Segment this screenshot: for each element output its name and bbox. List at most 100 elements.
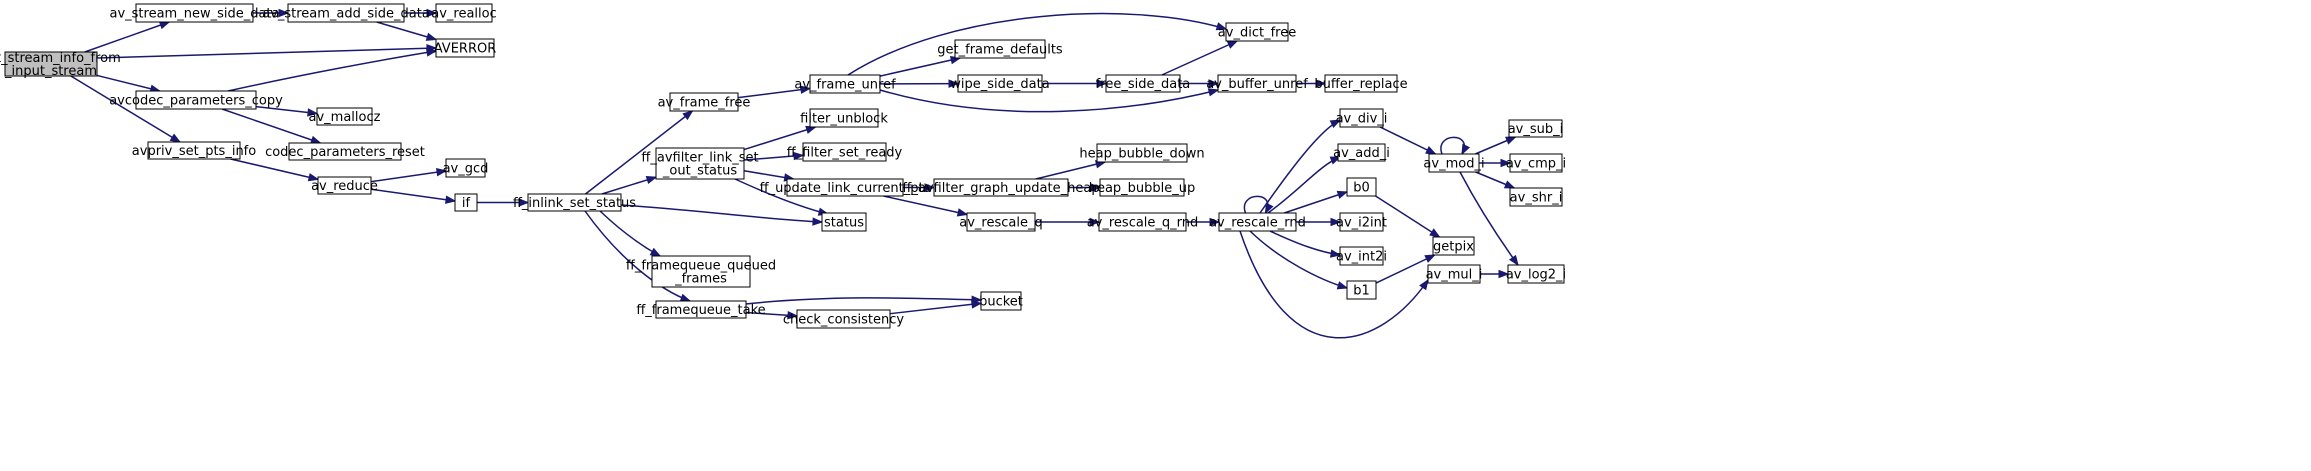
edge-b1-to-getpix (1375, 254, 1436, 284)
node-box (1105, 74, 1181, 93)
node-b0[interactable]: b0 (1346, 177, 1377, 197)
node-box (1339, 246, 1384, 266)
node-av_stream_new_side_data[interactable]: av_stream_new_side_data (109, 3, 280, 23)
node-ff_framequeue_take[interactable]: ff_framequeue_take (636, 300, 766, 319)
node-label: av_rescale_q (959, 216, 1042, 231)
node-av_shr_i[interactable]: av_shr_i (1509, 187, 1563, 207)
node-codec_parameters_reset[interactable]: codec_parameters_reset (265, 142, 425, 161)
node-av_frame_free[interactable]: av_frame_free (658, 92, 751, 112)
edge-ff_inlink_set_status-to-status (620, 204, 824, 226)
edge-arrowhead (1215, 22, 1228, 31)
edge-ff_update_link_current_pts-to-ff_avfilter_graph_update_heap (903, 183, 936, 192)
node-label: av_realloc (431, 7, 497, 22)
node-filter_unblock[interactable]: filter_unblock (800, 108, 888, 128)
edge-line (1239, 230, 1429, 339)
node-av_dict_free[interactable]: av_dict_free (1218, 22, 1296, 42)
node-box (1509, 153, 1563, 173)
node-AVERROR[interactable]: AVERROR (434, 38, 497, 58)
node-heap_bubble_down[interactable]: heap_bubble_down (1079, 143, 1205, 163)
node-get_frame_defaults[interactable]: get_frame_defaults (937, 39, 1063, 59)
node-ff_update_link_current_pts[interactable]: ff_update_link_current_pts (760, 178, 931, 197)
node-av_mallocz[interactable]: av_mallocz (309, 107, 381, 126)
node-label: av_log2_i (1506, 268, 1566, 283)
node-box (1432, 236, 1475, 256)
node-av_i2int[interactable]: av_i2int (1336, 212, 1387, 232)
edge-arrowhead (518, 198, 530, 207)
node-if[interactable]: if (454, 193, 478, 212)
node-box (1096, 143, 1188, 163)
node-label: av_frame_free (658, 96, 751, 111)
node-av_realloc[interactable]: av_realloc (431, 3, 497, 23)
edge-set_stream_info-to-AVERROR (96, 44, 438, 59)
node-free_side_data[interactable]: free_side_data (1096, 74, 1191, 93)
node-label: if (462, 196, 471, 211)
node-av_div_i[interactable]: av_div_i (1336, 108, 1388, 128)
node-label: ff_framequeue_take (636, 303, 765, 318)
edge-av_frame_free-to-av_frame_unref (737, 85, 812, 99)
node-box (980, 291, 1022, 311)
node-av_rescale_rnd[interactable]: av_rescale_rnd (1209, 212, 1306, 232)
node-box (316, 107, 373, 126)
node-av_gcd[interactable]: av_gcd (443, 158, 489, 178)
edge-ff_inlink_set_status-to-ff_framequeue_queued_frames (599, 210, 662, 257)
node-label: _input_stream (4, 64, 97, 79)
node-av_mul_i[interactable]: av_mul_i (1426, 264, 1483, 284)
node-ff_avfilter_graph_update_heap[interactable]: ff_avfilter_graph_update_heap (902, 178, 1100, 197)
edge-arrowhead (445, 195, 457, 204)
node-box (135, 90, 257, 110)
node-av_sub_i[interactable]: av_sub_i (1508, 119, 1564, 138)
node-av_rescale_q[interactable]: av_rescale_q (959, 212, 1043, 232)
node-label: av_div_i (1336, 112, 1388, 127)
node-box (317, 176, 372, 195)
node-label: av_buffer_unref (1206, 77, 1308, 92)
edge-line (1375, 195, 1440, 238)
node-avpriv_set_pts_info[interactable]: avpriv_set_pts_info (132, 141, 256, 160)
edge-free_side_data-to-av_dict_free (1161, 40, 1239, 76)
edge-arrowhead (1419, 278, 1429, 291)
node-av_add_i[interactable]: av_add_i (1333, 143, 1390, 162)
edge-arrowhead (1226, 40, 1239, 49)
node-ff_filter_set_ready[interactable]: ff_filter_set_ready (787, 142, 903, 162)
edge-line (743, 126, 816, 151)
edge-arrowhead (158, 21, 171, 30)
edge-arrowhead (307, 173, 320, 182)
node-label: av_cmp_i (1506, 157, 1566, 172)
node-av_frame_unref[interactable]: av_frame_unref (794, 74, 896, 94)
node-av_stream_add_side_data[interactable]: av_stream_add_side_data (262, 3, 430, 23)
node-label: ff_update_link_current_pts (760, 181, 931, 196)
node-status[interactable]: status (821, 212, 867, 232)
edge-ff_inlink_set_status-to-ff_avfilter_link_set_out_status (601, 175, 658, 195)
node-b1[interactable]: b1 (1346, 280, 1377, 300)
edge-arrowhead (425, 48, 438, 57)
node-label: ff_avfilter_link_set (641, 151, 758, 166)
node-set_stream_info[interactable]: set_stream_info_from_input_stream (0, 51, 121, 79)
node-ff_framequeue_queued_frames[interactable]: ff_framequeue_queued_frames (626, 255, 776, 288)
node-getpix[interactable]: getpix (1432, 236, 1475, 256)
node-av_buffer_unref[interactable]: av_buffer_unref (1206, 74, 1308, 93)
edge-av_mod_i-to-av_shr_i (1475, 171, 1516, 189)
node-av_int2i[interactable]: av_int2i (1336, 246, 1387, 266)
node-label: getpix (1433, 240, 1474, 255)
edge-line (879, 57, 961, 77)
edge-line (96, 47, 437, 59)
edge-line (584, 210, 691, 302)
edge-arrowhead (169, 133, 182, 143)
edge-av_reduce-to-av_gcd (370, 167, 448, 183)
edge-line (221, 108, 321, 144)
node-ff_avfilter_link_set_out_status[interactable]: ff_avfilter_link_set_out_status (641, 147, 759, 180)
node-bucket[interactable]: bucket (979, 291, 1023, 311)
node-box (1346, 177, 1377, 197)
edge-av_mod_i-to-av_log2_i (1459, 171, 1519, 267)
node-check_consistency[interactable]: check_consistency (783, 309, 905, 329)
node-heap_bubble_up[interactable]: heap_bubble_up (1089, 178, 1196, 197)
node-av_mod_i[interactable]: av_mod_i (1423, 153, 1485, 173)
node-buffer_replace[interactable]: buffer_replace (1314, 74, 1408, 93)
node-av_reduce[interactable]: av_reduce (311, 176, 378, 195)
node-avcodec_parameters_copy[interactable]: avcodec_parameters_copy (109, 90, 283, 110)
node-av_log2_i[interactable]: av_log2_i (1506, 264, 1566, 284)
node-av_cmp_i[interactable]: av_cmp_i (1506, 153, 1566, 173)
node-av_rescale_q_rnd[interactable]: av_rescale_q_rnd (1087, 212, 1199, 232)
node-ff_inlink_set_status[interactable]: ff_inlink_set_status (513, 193, 636, 212)
node-wipe_side_data[interactable]: wipe_side_data (950, 74, 1050, 93)
edge-av_rescale_rnd-to-b0 (1284, 190, 1349, 214)
